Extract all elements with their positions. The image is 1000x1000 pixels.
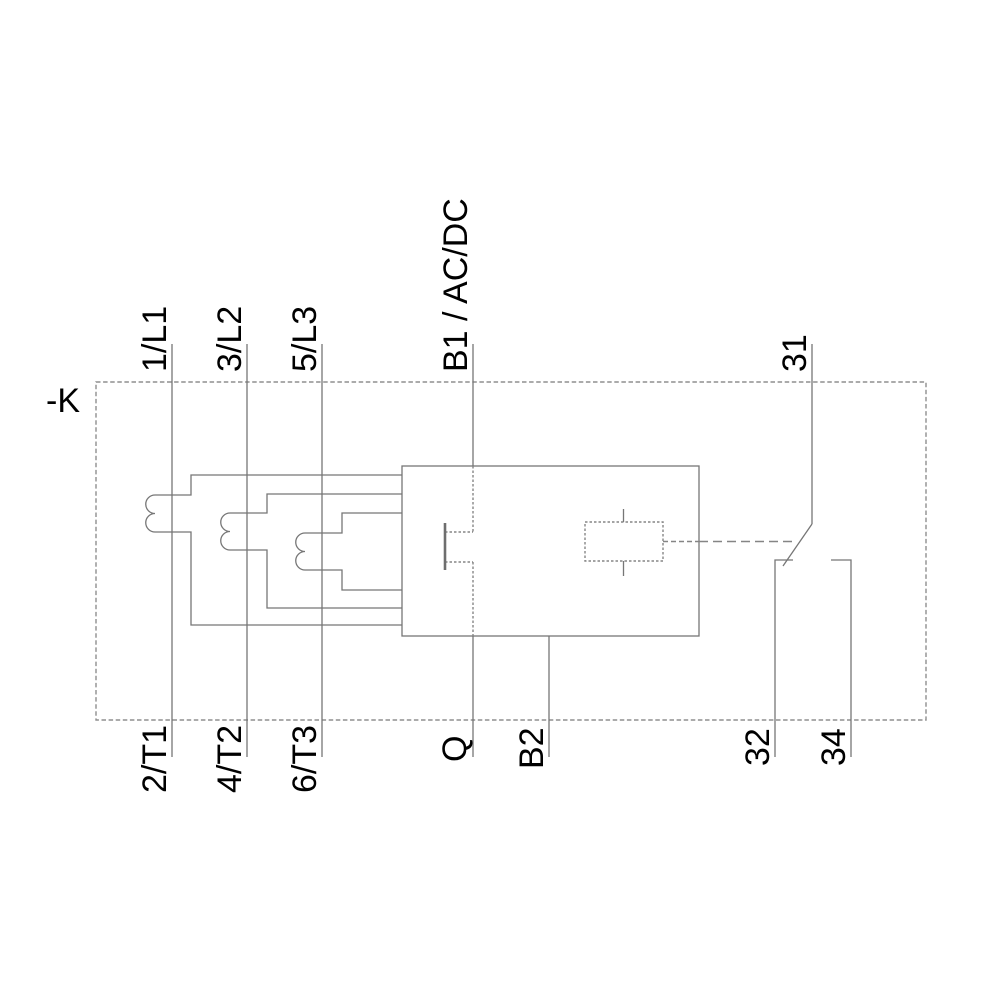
- enclosure-boundary: [95, 381, 927, 721]
- evaluation-unit-box: [401, 465, 700, 637]
- ct-l2-winding-icon: [220, 512, 231, 551]
- ct-l3-top-tap: [305, 512, 402, 534]
- terminal-label-2t1: 2/T1: [136, 725, 174, 793]
- terminal-label-34: 34: [815, 728, 853, 766]
- ct-l3-winding-icon: [295, 532, 306, 571]
- aux-34-contact: [831, 559, 852, 757]
- device-tag-label: -K: [46, 382, 80, 420]
- terminal-label-31: 31: [776, 334, 814, 372]
- ct-l1-bottom-tap: [155, 531, 402, 626]
- wiring: [145, 344, 852, 757]
- terminal-label-6t3: 6/T3: [286, 725, 324, 793]
- relay-coil-icon: [584, 521, 664, 562]
- terminal-label-4t2: 4/T2: [211, 725, 249, 793]
- ct-l2-bottom-tap: [230, 549, 402, 609]
- ct-l1-top-tap: [155, 474, 402, 496]
- terminal-label-b1: B1 / AC/DC: [437, 198, 475, 372]
- terminal-label-32: 32: [739, 728, 777, 766]
- ct-l2-top-tap: [230, 493, 402, 514]
- ct-l3-bottom-tap: [305, 569, 402, 591]
- terminal-label-1l1: 1/L1: [136, 306, 174, 372]
- terminal-label-q: Q: [436, 736, 474, 762]
- ct-l1-winding-icon: [145, 494, 156, 533]
- terminal-label-3l2: 3/L2: [211, 306, 249, 372]
- aux-32-contact: [774, 559, 793, 757]
- aux-contact-arm-icon: [782, 523, 813, 567]
- terminal-label-b2: B2: [513, 727, 551, 769]
- internal-functional-links: [445, 466, 796, 636]
- terminal-label-5l3: 5/L3: [286, 306, 324, 372]
- labels: -K 1/L1 3/L2 5/L3 B1 / AC/DC 31 2/T1 4/T…: [46, 198, 853, 793]
